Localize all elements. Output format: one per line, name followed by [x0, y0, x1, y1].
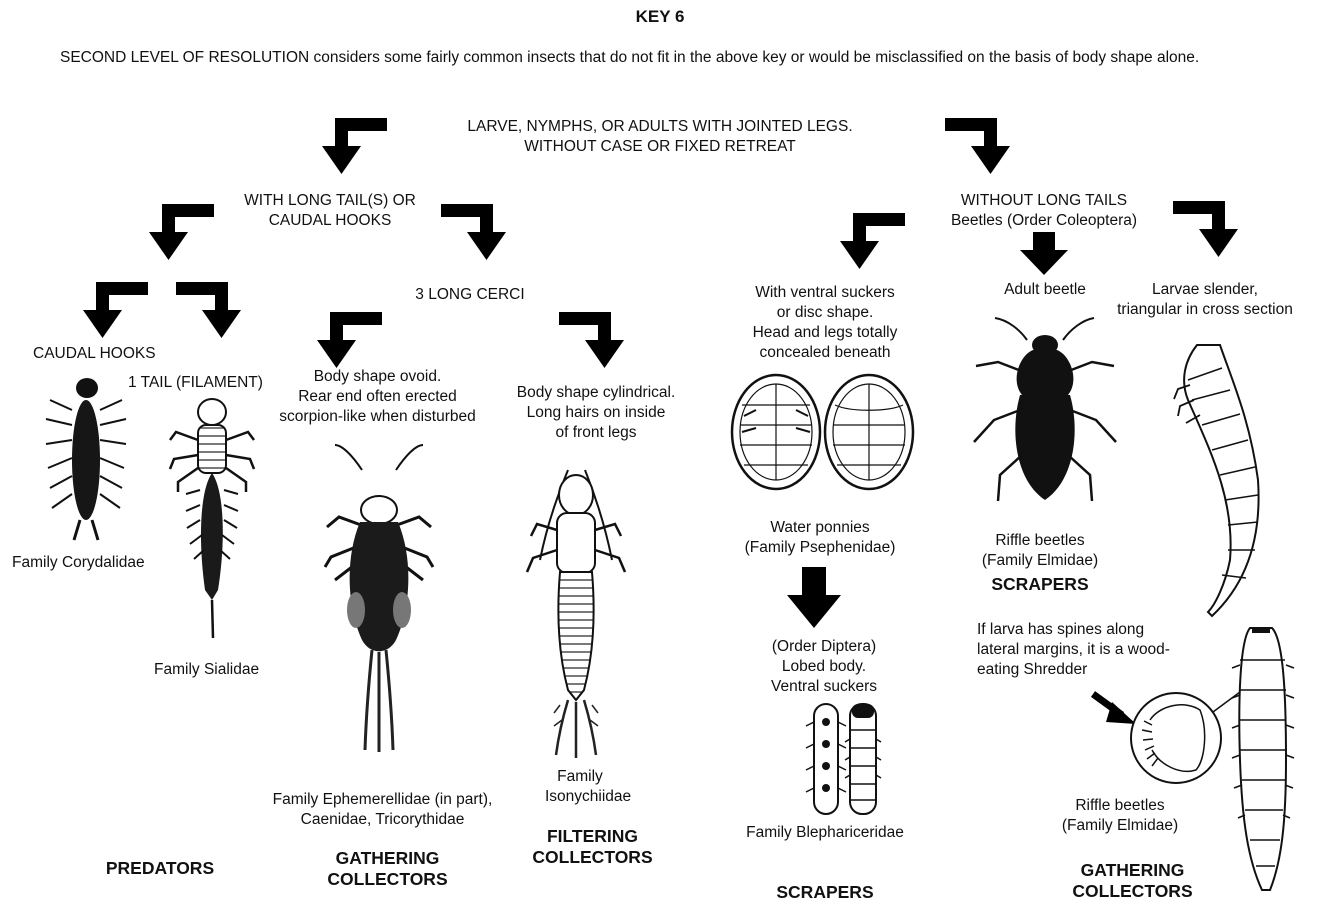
- arrow-one-tail: [176, 282, 241, 338]
- adult-riffle-beetle-illustration: [974, 318, 1116, 501]
- group-scrapers-bottom: SCRAPERS: [745, 882, 905, 903]
- arrow-spines-pointer: [1093, 694, 1136, 724]
- corydalidae-illustration: [46, 378, 126, 540]
- gathering-right-line: COLLECTORS: [1045, 881, 1220, 902]
- cylindrical-description: Body shape cylindrical. Long hairs on in…: [486, 383, 706, 443]
- arrow-root-left: [322, 118, 387, 174]
- family-isonychiidae-label: Family Isonychiidae: [545, 767, 615, 807]
- water-pennies-line: Water ponnies: [735, 518, 905, 538]
- riffle-adult-line: (Family Elmidae): [965, 551, 1115, 571]
- ventral-line: Head and legs totally: [720, 323, 930, 343]
- arrow-tails-left: [149, 204, 214, 260]
- spines-note: If larva has spines along lateral margin…: [977, 620, 1170, 680]
- arrow-cylindrical: [559, 312, 624, 368]
- filtering-line: FILTERING: [505, 826, 680, 847]
- riffle-larva-line: Riffle beetles: [1045, 796, 1195, 816]
- spine-magnifier-illustration: [1131, 692, 1240, 783]
- arrow-caudal-hooks: [83, 282, 148, 338]
- ovoid-line: Rear end often erected: [250, 387, 505, 407]
- riffle-beetles-adult-label: Riffle beetles (Family Elmidae): [965, 531, 1115, 571]
- intro-text: SECOND LEVEL OF RESOLUTION considers som…: [60, 47, 1280, 68]
- cylindrical-line: Long hairs on inside: [486, 403, 706, 423]
- riffle-larva-slender-illustration: [1174, 345, 1259, 616]
- one-tail-label: 1 TAIL (FILAMENT): [128, 373, 263, 393]
- cylindrical-line: of front legs: [486, 423, 706, 443]
- larvae-slender-line: triangular in cross section: [1095, 300, 1315, 320]
- arrow-diptera: [787, 567, 841, 628]
- root-label-line: LARVE, NYMPHS, OR ADULTS WITH JOINTED LE…: [420, 117, 900, 137]
- gathering-left-line: GATHERING: [300, 848, 475, 869]
- ventral-line: concealed beneath: [720, 343, 930, 363]
- riffle-larva-line: (Family Elmidae): [1045, 816, 1195, 836]
- blephariceridae-ventral-illustration: [806, 704, 846, 814]
- root-label: LARVE, NYMPHS, OR ADULTS WITH JOINTED LE…: [420, 117, 900, 157]
- ovoid-description: Body shape ovoid. Rear end often erected…: [250, 367, 505, 427]
- adult-beetle-label: Adult beetle: [975, 280, 1115, 300]
- isonychiidae-illustration: [527, 470, 625, 758]
- group-filtering-collectors: FILTERING COLLECTORS: [505, 826, 680, 868]
- without-long-tails-line: Beetles (Order Coleoptera): [894, 211, 1194, 231]
- page-title: KEY 6: [0, 7, 1320, 27]
- spines-note-line: lateral margins, it is a wood-: [977, 640, 1170, 660]
- water-penny-ventral-illustration: [732, 375, 820, 489]
- long-tails-line: WITH LONG TAIL(S) OR: [210, 191, 450, 211]
- cylindrical-line: Body shape cylindrical.: [486, 383, 706, 403]
- water-penny-dorsal-illustration: [825, 375, 913, 489]
- three-cerci-label: 3 LONG CERCI: [380, 285, 560, 305]
- gathering-right-line: GATHERING: [1045, 860, 1220, 881]
- spines-note-line: eating Shredder: [977, 660, 1170, 680]
- spiny-larva-illustration: [1232, 628, 1294, 890]
- without-long-tails-line: WITHOUT LONG TAILS: [894, 191, 1194, 211]
- diptera-line: Lobed body.: [754, 657, 894, 677]
- ephemerellidae-line: Family Ephemerellidae (in part),: [240, 790, 525, 810]
- diptera-description: (Order Diptera) Lobed body. Ventral suck…: [754, 637, 894, 697]
- ovoid-line: Body shape ovoid.: [250, 367, 505, 387]
- isonychiidae-line: Family: [545, 767, 615, 787]
- group-gathering-collectors-left: GATHERING COLLECTORS: [300, 848, 475, 890]
- long-tails-label: WITH LONG TAIL(S) OR CAUDAL HOOKS: [210, 191, 450, 231]
- arrow-root-right: [945, 118, 1010, 174]
- arrow-adult-beetle: [1020, 232, 1068, 275]
- isonychiidae-line: Isonychiidae: [545, 787, 615, 807]
- arrow-ovoid: [317, 312, 382, 368]
- family-ephemerellidae-label: Family Ephemerellidae (in part), Caenida…: [240, 790, 525, 830]
- root-label-line: WITHOUT CASE OR FIXED RETREAT: [420, 137, 900, 157]
- sialidae-illustration: [170, 399, 254, 638]
- larvae-slender-line: Larvae slender,: [1095, 280, 1315, 300]
- family-blephariceridae-label: Family Blephariceridae: [725, 823, 925, 843]
- larvae-slender-label: Larvae slender, triangular in cross sect…: [1095, 280, 1315, 320]
- long-tails-line: CAUDAL HOOKS: [210, 211, 450, 231]
- ventral-line: With ventral suckers: [720, 283, 930, 303]
- diptera-line: (Order Diptera): [754, 637, 894, 657]
- group-gathering-collectors-right: GATHERING COLLECTORS: [1045, 860, 1220, 902]
- arrow-tails-right: [441, 204, 506, 260]
- caudal-hooks-label: CAUDAL HOOKS: [33, 344, 156, 364]
- group-predators: PREDATORS: [80, 858, 240, 879]
- ovoid-line: scorpion-like when disturbed: [250, 407, 505, 427]
- spines-note-line: If larva has spines along: [977, 620, 1170, 640]
- family-sialidae-label: Family Sialidae: [154, 660, 259, 680]
- ephemerellidae-line: Caenidae, Tricorythidae: [240, 810, 525, 830]
- gathering-left-line: COLLECTORS: [300, 869, 475, 890]
- group-scrapers-right: SCRAPERS: [970, 574, 1110, 595]
- water-pennies-label: Water ponnies (Family Psephenidae): [735, 518, 905, 558]
- water-pennies-line: (Family Psephenidae): [735, 538, 905, 558]
- blephariceridae-dorsal-body: [845, 704, 881, 814]
- ventral-line: or disc shape.: [720, 303, 930, 323]
- without-long-tails-label: WITHOUT LONG TAILS Beetles (Order Coleop…: [894, 191, 1194, 231]
- filtering-line: COLLECTORS: [505, 847, 680, 868]
- ventral-suckers-description: With ventral suckers or disc shape. Head…: [720, 283, 930, 363]
- riffle-adult-line: Riffle beetles: [965, 531, 1115, 551]
- diptera-line: Ventral suckers: [754, 677, 894, 697]
- family-corydalidae-label: Family Corydalidae: [12, 553, 145, 573]
- ephemerellidae-illustration: [325, 445, 433, 752]
- riffle-beetles-larva-label: Riffle beetles (Family Elmidae): [1045, 796, 1195, 836]
